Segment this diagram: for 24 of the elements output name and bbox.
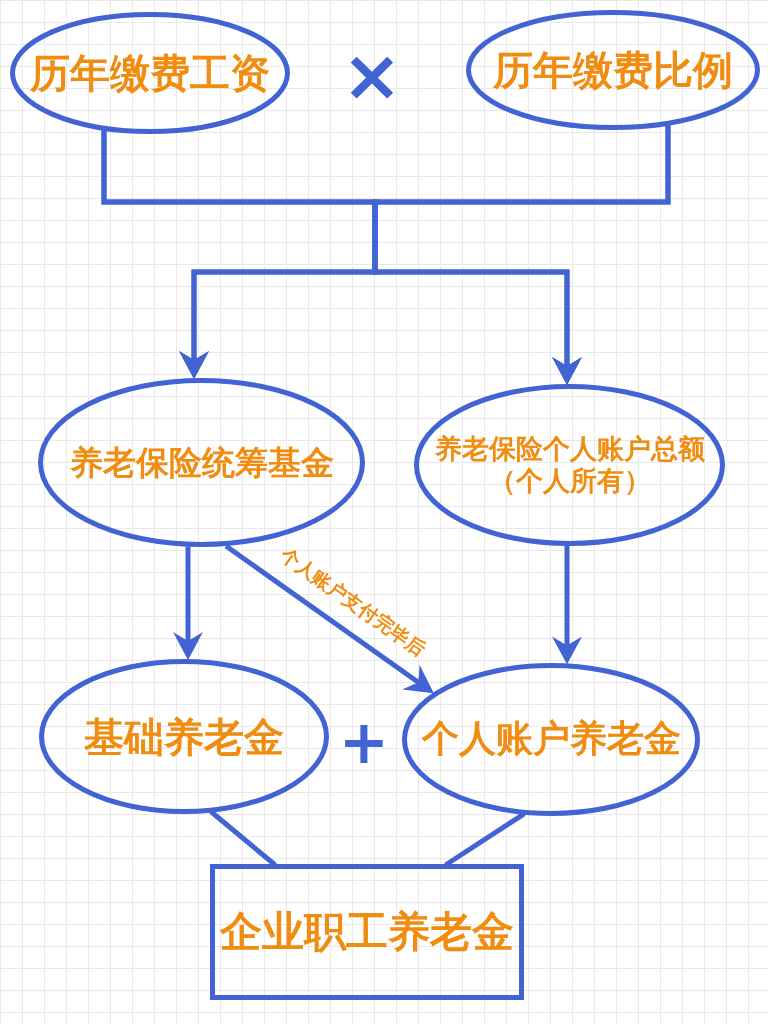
oval-node	[39, 659, 329, 814]
oval-node	[402, 663, 700, 816]
oval-node	[10, 12, 290, 134]
node-label: 企业职工养老金	[220, 906, 514, 958]
connector-line	[444, 812, 526, 867]
operator-sign: +	[338, 724, 390, 762]
arrow	[173, 546, 203, 660]
node-label: 基础养老金	[84, 712, 284, 761]
oval-node	[466, 10, 760, 130]
node-label: 养老保险个人账户总额	[434, 432, 705, 465]
node-label: （个人所有）	[488, 465, 651, 498]
oval-node	[414, 384, 725, 546]
arrow	[372, 125, 671, 385]
operator-sign: ×	[341, 52, 403, 98]
node-label: 历年缴费比例	[493, 46, 733, 94]
edge-label: 个人账户支付完毕后	[276, 544, 430, 660]
oval-node	[38, 378, 365, 547]
arrow	[224, 543, 434, 694]
node-label: 养老保险统筹基金	[69, 442, 334, 483]
node-label: 个人账户养老金	[421, 717, 681, 762]
connector-line	[209, 810, 277, 867]
node-label: 历年缴费工资	[30, 49, 270, 97]
result-box	[210, 864, 524, 1000]
arrow	[552, 546, 582, 665]
